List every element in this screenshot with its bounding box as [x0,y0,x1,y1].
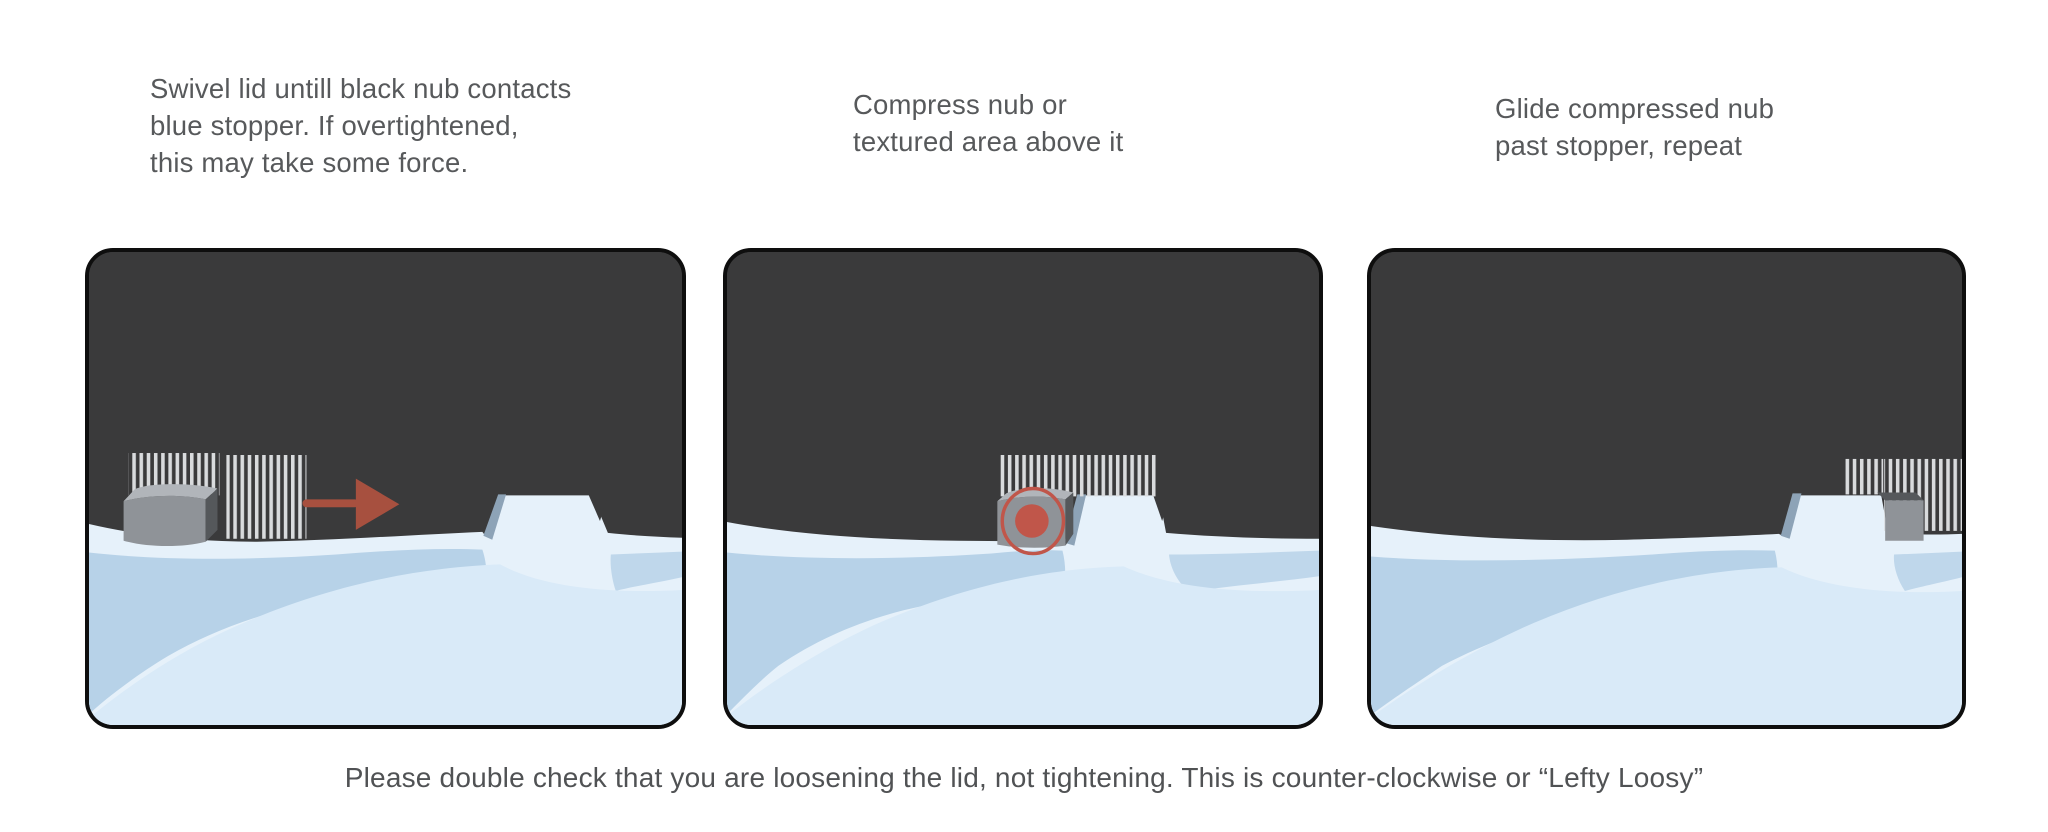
step-2-illustration [723,248,1323,729]
step-2-drawing [727,252,1319,725]
step-3-drawing [1371,252,1962,725]
jar-body [89,495,682,725]
press-indicator-icon [1000,486,1066,556]
black-nub [123,484,218,547]
blue-stopper [483,491,609,540]
step-1-caption: Swivel lid untill black nub contacts blu… [150,73,572,178]
step-3-illustration [1367,248,1966,729]
blue-stopper [1780,493,1802,539]
direction-arrow-icon [302,478,400,530]
jar-body [1371,495,1962,725]
black-nub [1877,492,1924,541]
step-3-caption: Glide compressed nub past stopper, repea… [1495,93,1775,161]
step-1-illustration [85,248,686,729]
jar-body [727,495,1319,725]
footer-warning-note: Please double check that you are looseni… [344,762,1704,793]
step-2-caption: Compress nub or textured area above it [853,89,1124,157]
step-1-drawing [89,252,682,725]
